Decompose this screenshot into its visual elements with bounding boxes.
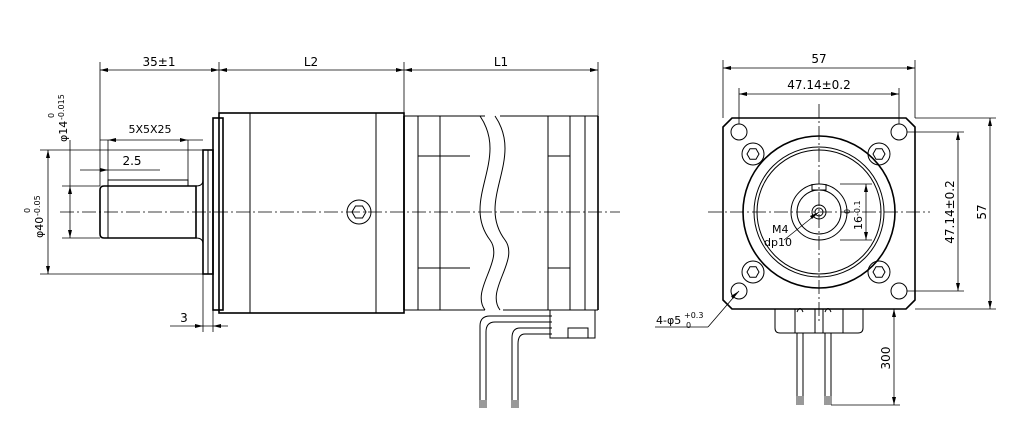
dim-hole-spacing-h: 47.14±0.2: [787, 78, 851, 92]
dim-flange-thickness: 3: [180, 311, 188, 325]
dim-bore-tol-lower: -0.1: [853, 200, 862, 216]
output-bore: [783, 183, 848, 241]
front-right-dimensions: [907, 117, 996, 310]
dim-shaft-length: 35±1: [143, 55, 176, 69]
hex-screw-icon: [346, 199, 372, 225]
hex-bolt-icon: [872, 148, 886, 160]
hex-bolt-icon: [872, 266, 886, 278]
motor-body: [403, 115, 599, 311]
motor-cables: [479, 309, 596, 408]
label-thread-depth: dp10: [764, 236, 792, 249]
dim-bore-tol-upper: 0: [843, 209, 852, 214]
hex-bolt-icon: [746, 148, 760, 160]
front-connector: [774, 308, 864, 405]
key-dimension: [80, 138, 203, 172]
bore-dimension: [840, 183, 872, 241]
front-top-dimensions: [722, 60, 916, 124]
output-shaft: [99, 140, 204, 245]
dim-lead-length: 300: [879, 347, 893, 370]
dim-key-size: 5X5X25: [128, 123, 171, 136]
pilot-diameter-dimension: [40, 149, 203, 275]
dim-pilot-dia: φ40: [33, 217, 46, 238]
dim-shaft-dia-tol-lower: -0.015: [57, 94, 66, 120]
dim-bore: 16: [852, 216, 865, 230]
hex-bolt-icon: [746, 266, 760, 278]
front-view: M4 dp10 16 0 -0.1 57 47: [655, 52, 996, 406]
dim-pilot-dia-tol-lower: -0.05: [33, 195, 42, 216]
gearbox-flange: [202, 117, 224, 311]
dim-key-offset: 2.5: [122, 154, 141, 168]
dim-hole-tol-lower: 0: [686, 321, 691, 330]
dim-width: 57: [811, 52, 826, 66]
dim-hole-tol-upper: +0.3: [684, 311, 703, 320]
dim-motor-length: L1: [494, 55, 508, 69]
hole-callout: [655, 290, 740, 328]
dim-height: 57: [975, 204, 989, 219]
mounting-plate: [722, 117, 916, 310]
hole-icon: [730, 123, 748, 141]
pilot-circles: [742, 135, 896, 289]
gearbox-body: [218, 112, 405, 314]
hole-icon: [890, 123, 908, 141]
dim-gear-length: L2: [304, 55, 318, 69]
side-top-dimensions: [99, 62, 599, 186]
dim-pilot-dia-tol-upper: 0: [23, 208, 32, 213]
dim-shaft-dia-tol-upper: 0: [47, 113, 56, 118]
dim-hole-count: 4-φ5: [656, 314, 681, 327]
shaft-diameter-dimension: [62, 140, 100, 239]
hex-bolts: [741, 142, 891, 284]
hole-icon: [890, 282, 908, 300]
dim-shaft-dia: φ14: [57, 121, 70, 142]
lead-length-dimension: [831, 308, 900, 406]
hole-icon: [730, 282, 748, 300]
flange-thickness-dimension: [170, 274, 228, 332]
dim-hole-spacing-v: 47.14±0.2: [943, 180, 957, 244]
label-thread: M4: [772, 223, 789, 236]
side-view: 35±1 L2 L1 5X5X25 2.5 φ14 0 -0.015: [23, 55, 620, 408]
